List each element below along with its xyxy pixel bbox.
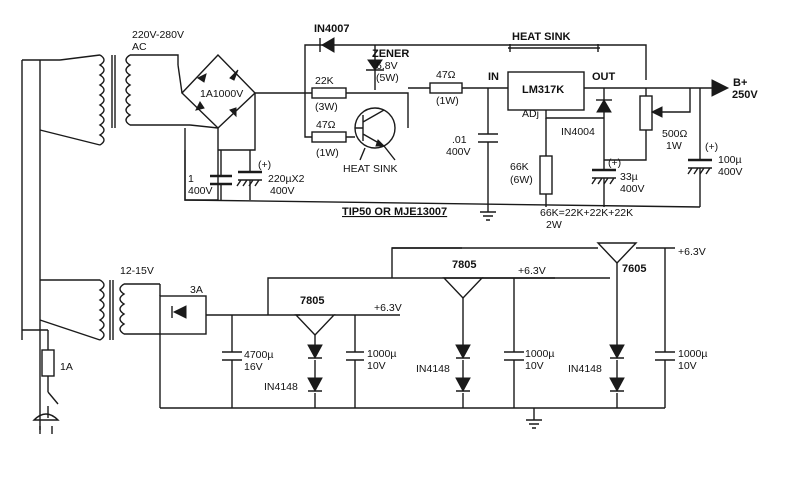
lv-channel-1 (294, 314, 400, 408)
zener-label: ZENER (372, 48, 409, 60)
regulator-out-label: OUT (592, 71, 616, 83)
lv-bridge-rectifier (159, 284, 232, 408)
plug-icon (32, 330, 60, 434)
c001-voltage-label: 400V (446, 146, 471, 158)
ch1-cap-voltage-label: 10V (367, 360, 386, 372)
c100-value-label: 100µ (718, 154, 742, 166)
lm317-regulator (507, 44, 600, 111)
resistor-47-input (408, 82, 508, 94)
mains-input (21, 59, 100, 434)
cap-100u (687, 88, 712, 207)
hv-transformer (39, 54, 190, 146)
resistor-22k (305, 87, 409, 128)
ch1-output-label: +6.3V (374, 302, 402, 314)
cap-4700u (222, 315, 242, 408)
hv-bridge-rectifier (177, 53, 305, 201)
lv-channel-2 (442, 277, 555, 408)
regulator-adj-label: ADj (522, 108, 539, 120)
ch2-cap-value-label: 1000µ (525, 348, 554, 360)
c33-value-label: 33µ (620, 171, 638, 183)
c4700-voltage-label: 16V (244, 361, 263, 373)
diode-in4007-label: IN4007 (314, 23, 349, 35)
c1-voltage-label: 400V (188, 185, 213, 197)
zener-diode (366, 45, 384, 90)
transistor-part-note: TIP50 OR MJE13007 (342, 206, 447, 218)
r66k-composition-note: 66K=22K+22K+22K (540, 207, 633, 219)
cap-33u (591, 156, 616, 207)
heatsink-transistor-label: HEAT SINK (343, 163, 397, 175)
lv-secondary-label: 12-15V (120, 265, 154, 277)
ch2-cap-voltage-label: 10V (525, 360, 544, 372)
c-main-polarity: (+) (258, 159, 271, 171)
r22k-power-label: (3W) (315, 101, 338, 113)
pot-power-label: 1W (666, 140, 682, 152)
r66k-power-label: (6W) (510, 174, 533, 186)
pot-500 (604, 88, 691, 161)
fuse-label: 1A (60, 361, 73, 373)
c100-voltage-label: 400V (718, 166, 743, 178)
hv-ac-voltage-label: 220V-280V (132, 29, 184, 41)
lv-channel-3 (392, 242, 675, 408)
c4700-value-label: 4700µ (244, 349, 273, 361)
hv-ac-label: AC (132, 41, 147, 53)
regulator-in-label: IN (488, 71, 499, 83)
pot-value-label: 500Ω (662, 128, 688, 140)
hv-filter-caps (184, 93, 701, 208)
ch3-cap-value-label: 1000µ (678, 348, 707, 360)
resistor-47-base (304, 93, 355, 143)
ch2-regulator-label: 7805 (452, 259, 476, 271)
c-main-voltage-label: 400V (270, 185, 295, 197)
regulator-label: LM317K (522, 84, 564, 96)
lv-bridge-label: 3A (190, 284, 203, 296)
ch1-diode-label: IN4148 (264, 381, 298, 393)
ch3-output-label: +6.3V (678, 246, 706, 258)
pass-transistor (354, 107, 396, 161)
r47-input-label: 47Ω (436, 69, 456, 81)
r66k-composition-power: 2W (546, 219, 562, 231)
zener-power-label: (5W) (376, 72, 399, 84)
r47-base-power-label: (1W) (316, 147, 339, 159)
hv-bridge-label: 1A1000V (200, 88, 243, 100)
bplus-label: B+ (733, 77, 747, 89)
heatsink-regulator-label: HEAT SINK (512, 31, 571, 43)
lv-transformer (39, 279, 160, 341)
c1-value-label: 1 (188, 173, 194, 185)
bplus-voltage-label: 250V (732, 89, 758, 101)
ch2-diode-label: IN4148 (416, 363, 450, 375)
adj-network (539, 88, 612, 207)
ch3-cap-voltage-label: 10V (678, 360, 697, 372)
zener-voltage-label: 6.8V (376, 60, 398, 72)
c-main-value-label: 220µX2 (268, 173, 305, 185)
ch3-regulator-label: 7605 (622, 263, 646, 275)
c001-value-label: .01 (452, 134, 467, 146)
c33-voltage-label: 400V (620, 183, 645, 195)
r66k-label: 66K (510, 161, 529, 173)
diode-in4004-label: IN4004 (561, 126, 595, 138)
ch3-diode-label: IN4148 (568, 363, 602, 375)
cap-001 (478, 88, 498, 221)
r22k-label: 22K (315, 75, 334, 87)
c100-polarity: (+) (705, 141, 718, 153)
ch2-output-label: +6.3V (518, 265, 546, 277)
lv-rails (160, 247, 665, 429)
diode-in4007 (304, 37, 647, 93)
r47-base-label: 47Ω (316, 119, 336, 131)
r47-input-power-label: (1W) (436, 95, 459, 107)
ch1-cap-value-label: 1000µ (367, 348, 396, 360)
ch1-regulator-label: 7805 (300, 295, 324, 307)
c33-polarity: (+) (608, 157, 621, 169)
